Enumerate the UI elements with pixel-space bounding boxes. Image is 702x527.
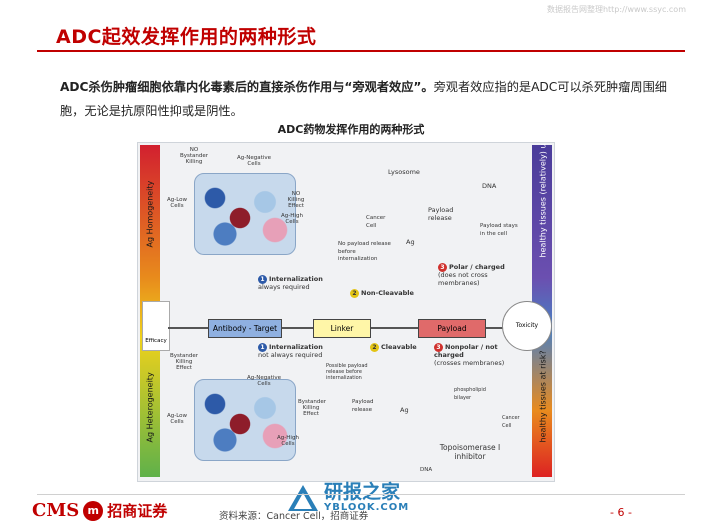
toxicity-panel: Toxicity — [502, 301, 552, 351]
label-no-bystander: NO Bystander Killing — [179, 147, 209, 165]
label-tissue-unscathed: healthy tissues (relatively) unscathed — [538, 142, 548, 258]
cms-logo: CMS m 招商证券 — [32, 500, 167, 521]
label-cancer-cell-bottom: Cancer Cell — [502, 415, 520, 429]
label-payload-stays: Payload stays in the cell — [480, 223, 518, 237]
label-possible-release: Possible payload release before internal… — [326, 363, 368, 381]
label-topoisomerase: Topoisomerase I inhibitor — [439, 443, 501, 461]
top-watermark: 数据报告网整理http://www.ssyc.com — [546, 5, 686, 14]
page-number: - 6 - — [610, 506, 632, 519]
watermark-triangle-icon — [288, 484, 318, 511]
label-dna-top: DNA — [482, 182, 497, 190]
number-1-icon: 1 — [258, 275, 267, 284]
intro-text: 旁观者效应指的是ADC可以杀死肿瘤周围细胞，无论是抗原阳性抑或是阴性。 — [60, 80, 667, 118]
payload-box: Payload — [418, 319, 486, 338]
label-ag-negative-top: Ag-Negative Cells — [237, 155, 271, 167]
number-2-icon: 2 — [350, 289, 359, 298]
label-phospholipid: phospholipid bilayer — [454, 387, 486, 401]
label-tissue-risk: healthy tissues at risk? — [538, 350, 548, 443]
watermark-cn: 研报之家 — [324, 481, 401, 503]
label-payload-release-bottom: Payload release — [352, 399, 374, 413]
label-ag-homogeneity: Ag Homogeneity — [145, 180, 155, 248]
label-cancer-cell-top: Cancer Cell — [366, 215, 386, 229]
label-lysosome: Lysosome — [388, 168, 420, 176]
label-ag-negative-bottom: Ag-Negative Cells — [247, 375, 281, 387]
label-bystander-bottom: Bystander Killing Effect — [169, 353, 199, 371]
efficacy-panel: Efficacy — [142, 301, 170, 351]
label-no-killing: NO Killing Effect — [287, 191, 305, 209]
label-ag-top: Ag — [406, 238, 415, 246]
logo-mark-icon: m — [83, 500, 104, 521]
tumor-homogeneous — [194, 173, 296, 255]
logo-cn-text: 招商证券 — [107, 502, 168, 520]
adc-conjugate-row: Antibody - Target Linker Payload — [168, 313, 523, 343]
adc-mechanism-figure: Ag Homogeneity Ag Heterogeneity healthy … — [137, 142, 555, 482]
label-ag-bottom: Ag — [400, 406, 409, 414]
label-ag-high-bottom: Ag-High Cells — [277, 435, 299, 447]
antibody-target-box: Antibody - Target — [208, 319, 282, 338]
label-ag-low-top: Ag-Low Cells — [166, 197, 188, 209]
number-3-icon: 3 — [438, 263, 447, 272]
logo-cms-text: CMS — [32, 500, 80, 521]
label-ag-heterogeneity: Ag Heterogeneity — [145, 372, 155, 443]
linker-box: Linker — [313, 319, 371, 338]
watermark-en: YBLOOK.COM — [324, 502, 410, 513]
intro-bold: ADC杀伤肿瘤细胞依靠内化毒素后的直接杀伤作用与“旁观者效应”。 — [60, 80, 434, 94]
figure-caption: ADC药物发挥作用的两种形式 — [277, 123, 425, 136]
number-1-icon: 1 — [258, 343, 267, 352]
footer-divider — [37, 494, 685, 495]
label-bystander-bottom-2: Bystander Killing Effect — [298, 399, 327, 417]
label-ag-high-top: Ag-High Cells — [281, 213, 303, 225]
page-title: ADC起效发挥作用的两种形式 — [56, 26, 317, 48]
tumor-heterogeneous — [194, 379, 296, 461]
label-no-payload-release: No payload release before internalizatio… — [338, 241, 391, 262]
number-3-icon: 3 — [434, 343, 443, 352]
number-2-icon: 2 — [370, 343, 379, 352]
label-ag-low-bottom: Ag-Low Cells — [166, 413, 188, 425]
source-note: 资料来源：Cancer Cell，招商证券 — [219, 511, 369, 522]
intro-paragraph: ADC杀伤肿瘤细胞依靠内化毒素后的直接杀伤作用与“旁观者效应”。旁观者效应指的是… — [60, 75, 672, 123]
watermark-logo: 研报之家 YBLOOK.COM — [286, 482, 409, 513]
label-payload-release-top: Payload release — [428, 206, 454, 222]
title-divider — [37, 50, 685, 52]
label-dna-bottom: DNA — [420, 467, 433, 473]
